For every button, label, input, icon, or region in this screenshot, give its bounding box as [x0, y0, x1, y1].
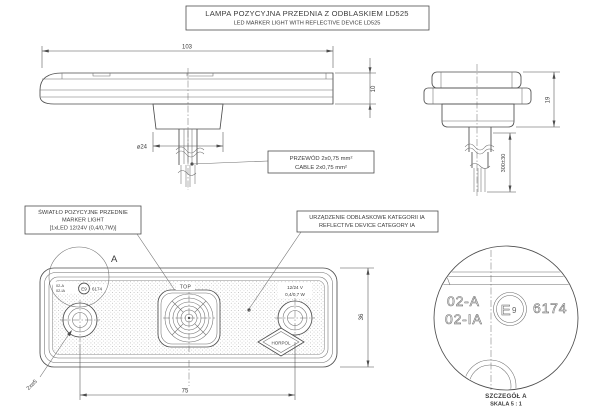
- dim-face-height-text: 36: [359, 313, 365, 320]
- front-approval-markings: 02-A 02-IA E9 6174: [53, 281, 109, 295]
- side-view-outline: [39, 72, 334, 105]
- detail-view-content: [435, 260, 577, 389]
- title-block: LAMPA POZYCYJNA PRZEDNIA Z ODBLASKIEM LD…: [185, 5, 430, 31]
- detail-lamp-edge-lines: [435, 260, 577, 286]
- side-view-edge-lines: [40, 78, 333, 98]
- arrowhead: [368, 104, 372, 110]
- drawing-title-en: LED MARKER LIGHT WITH REFLECTIVE DEVICE …: [234, 21, 381, 27]
- reflective-device-label-pl: URZĄDZENIE ODBLASKOWE KATEGORII IA: [309, 215, 425, 221]
- dim-length-text: 103: [182, 45, 193, 51]
- e-mark-circle-inner: [496, 295, 524, 323]
- end-view-cap: [431, 71, 522, 89]
- dimension-face-height: 36: [340, 267, 374, 368]
- detail-caption-title: SZCZEGÓŁ A: [485, 392, 527, 400]
- cable-label-pl: PRZEWÓD 2x0,75 mm²: [290, 155, 353, 162]
- front-approval1-text: 02-A: [56, 284, 64, 288]
- cable-break-symbol-2: [177, 170, 197, 176]
- reflective-device-label-en: REFLECTIVE DEVICE CATEGORY IA: [319, 223, 415, 229]
- drawing-title-pl: LAMPA POZYCYJNA PRZEDNIA Z ODBLASKIEM LD…: [205, 9, 408, 18]
- detail-view-boundary: [433, 245, 579, 391]
- horpol-brand-text: HORPOL: [271, 340, 291, 345]
- arrowhead: [67, 330, 72, 337]
- reflective-device-label-border: [296, 210, 439, 233]
- e-mark-circle-outer: [493, 292, 527, 326]
- dimension-hole-spacing: 75: [79, 342, 296, 400]
- dimension-cable-length: 300±30: [487, 132, 516, 193]
- detail-e-number: 9: [512, 306, 517, 315]
- dim-plug-diameter-text: ⌀24: [137, 145, 148, 151]
- horpol-logo: HORPOL: [257, 327, 305, 357]
- led-lens: [157, 283, 221, 352]
- front-rating-text: 12/24 V 0,4/0,7 W: [278, 283, 312, 298]
- front-power-text: 0,4/0,7 W: [285, 292, 305, 297]
- detail-approval2-text: 02-IA: [445, 311, 482, 327]
- dimension-profile-height: 10: [335, 58, 377, 118]
- cable-break-symbol: [464, 143, 495, 155]
- dim-end-height-text: 19: [546, 96, 552, 103]
- arrowhead: [368, 67, 372, 73]
- reflective-device-label: URZĄDZENIE ODBLASKOWE KATEGORII IA REFLE…: [247, 210, 439, 312]
- e-mark-circle-small: [78, 282, 90, 295]
- cable-label-en: CABLE 2x0,75 mm²: [295, 165, 347, 171]
- detail-a-letter: A: [111, 254, 118, 265]
- title-box-border: [185, 5, 430, 31]
- front-view-outline: [39, 267, 338, 368]
- end-view-flange: [423, 87, 532, 105]
- mounting-hole-left: [60, 300, 100, 342]
- cable-wire-ends: [180, 165, 196, 187]
- marker-light-label-border: [24, 205, 142, 235]
- plug-outline: [152, 103, 224, 130]
- detail-view: 02-A 02-IA E 9 6174 SZCZEGÓŁ A SKALA 5 :…: [433, 245, 579, 408]
- marker-light-label-spec: [1xLED 12/24V (0,4/0,7W)]: [50, 226, 117, 232]
- dim-mounting-holes-text: 2x⌀5: [26, 379, 39, 392]
- cable-label-border: [267, 150, 375, 174]
- front-approval2-text: 02-IA: [56, 289, 66, 293]
- dim-profile-height-text: 10: [371, 85, 377, 92]
- front-voltage-text: 12/24 V: [287, 285, 304, 290]
- horpol-logo-diamond: [257, 327, 305, 357]
- detail-approval1-text: 02-A: [447, 293, 480, 309]
- cable-break-symbol: [469, 163, 491, 169]
- mounting-hole-right: [275, 298, 315, 340]
- dim-hole-spacing-text: 75: [182, 389, 189, 395]
- front-approval-number-text: 6174: [92, 287, 103, 292]
- dimension-plug-diameter: ⌀24: [137, 132, 224, 152]
- leader-line-cable: [191, 160, 269, 165]
- dimension-end-height: 19: [516, 71, 560, 128]
- front-e-mark-text: E9: [81, 287, 87, 292]
- front-view-bezel: [48, 276, 329, 359]
- marker-light-label: ŚWIATŁO POZYCYJNE PRZEDNIE MARKER LIGHT …: [24, 205, 179, 296]
- front-view-inner-edge: [44, 272, 333, 363]
- front-top-label-text: TOP: [180, 285, 192, 291]
- end-view-wires: [473, 168, 486, 192]
- side-view: 103 ⌀24 10: [39, 45, 377, 190]
- dim-cable-length-text: 300±30: [501, 154, 507, 173]
- dimension-length-103: 103: [41, 45, 334, 68]
- end-view-stem-lower: [471, 152, 489, 168]
- end-view-body: [441, 103, 515, 128]
- detail-approval-number-text: 6174: [533, 300, 567, 316]
- marker-light-label-en: MARKER LIGHT: [62, 218, 105, 224]
- marker-light-label-pl: ŚWIATŁO POZYCYJNE PRZEDNIE: [38, 208, 128, 216]
- end-view: 19 300±30: [423, 64, 560, 198]
- cable-break-symbol: [175, 146, 205, 158]
- end-view-stem: [468, 127, 492, 152]
- front-view: 02-A 02-IA E9 6174 TOP 12/24 V 0,4/0,7 W…: [26, 246, 374, 400]
- cable-label: PRZEWÓD 2x0,75 mm² CABLE 2x0,75 mm²: [267, 150, 375, 174]
- detail-a-circle: [48, 246, 110, 308]
- detail-e-letter: E: [501, 302, 512, 319]
- side-view-detail-lines: [61, 73, 327, 79]
- detail-caption-scale: SKALA 5 : 1: [490, 402, 522, 408]
